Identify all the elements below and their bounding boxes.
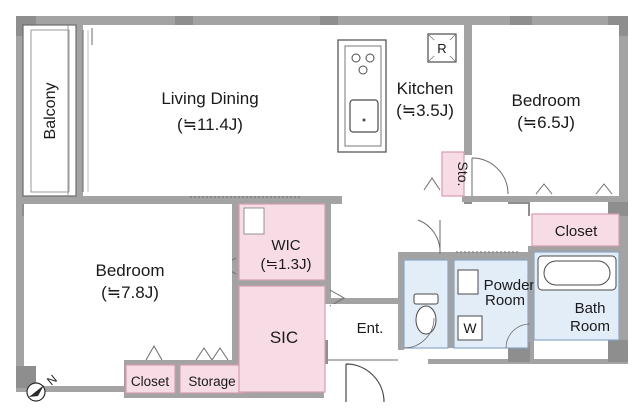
sto-label: Sto. [455, 162, 471, 187]
wic-size: (≒1.3J) [261, 256, 312, 273]
bedroom-2-label: Bedroom [96, 261, 165, 280]
bath-room-label-2: Room [570, 318, 610, 335]
stove-burner-icon [358, 65, 368, 75]
living-dining-label: Living Dining [161, 89, 258, 108]
bathtub-icon [537, 255, 617, 291]
bedroom-1-size: (≒6.5J) [517, 113, 575, 132]
interior-walls [16, 25, 628, 396]
bath-room-label: Bath [575, 300, 606, 317]
bedroom-1-label: Bedroom [512, 91, 581, 110]
toilet-icon [413, 293, 439, 335]
sic-label: SIC [270, 328, 298, 347]
closet-2-label: Closet [131, 374, 170, 389]
balcony: Balcony [22, 24, 77, 197]
kitchen-label: Kitchen [397, 79, 454, 98]
toilet-room [403, 259, 449, 349]
kitchen-size: (≒3.5J) [396, 101, 454, 120]
powder-room: W Powder Room [453, 259, 535, 349]
closet-1: Closet [531, 213, 620, 247]
bedroom-2: Bedroom (≒7.8J) [24, 204, 232, 361]
entrance: Ent. [328, 304, 398, 403]
stove-burner-icon [365, 53, 375, 63]
refrigerator-label: R [437, 41, 446, 56]
wic: WIC (≒1.3J) [220, 203, 326, 281]
entrance-label: Ent. [357, 320, 384, 337]
living-dining-size: (≒11.4J) [177, 115, 243, 134]
bath-room: Bath Room [533, 251, 620, 341]
powder-room-label-2: Room [485, 292, 525, 309]
balcony-label: Balcony [42, 83, 59, 140]
refrigerator-icon: R [427, 33, 457, 63]
bedroom-1: Bedroom (≒6.5J) [471, 25, 619, 196]
storage-label: Storage [188, 374, 235, 389]
wic-label: WIC [271, 237, 300, 254]
compass-label: N [44, 372, 60, 388]
entrance-door-icon [345, 363, 385, 403]
washer-label: W [463, 320, 477, 336]
closet-2: Closet [125, 364, 176, 394]
stove-burner-icon [351, 53, 361, 63]
storage: Storage [179, 364, 245, 394]
sic: SIC [238, 285, 346, 393]
sink-icon [349, 99, 379, 133]
sto-storage: Sto. [423, 151, 471, 197]
powder-room-label: Powder [484, 277, 535, 294]
vanity-icon [457, 269, 479, 295]
washer-icon: W [457, 315, 483, 341]
hall [331, 204, 528, 255]
bedroom-2-size: (≒7.8J) [101, 283, 159, 302]
living-dining: Living Dining (≒11.4J) [82, 25, 338, 198]
closet-1-label: Closet [555, 223, 598, 240]
